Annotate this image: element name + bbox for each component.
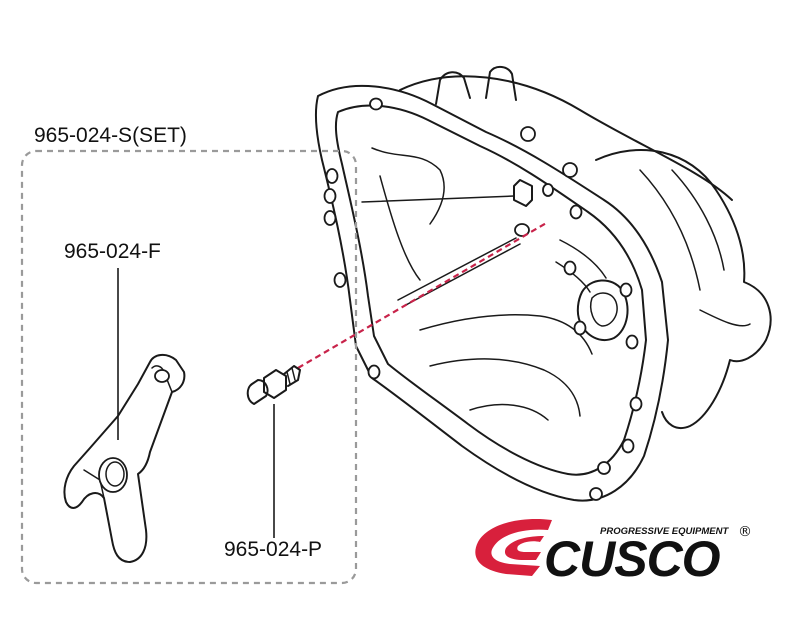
- bolt-hole: [619, 282, 633, 298]
- pivot-hex: [263, 369, 287, 399]
- housing-boss-rib: [559, 239, 607, 279]
- install-path: [297, 221, 549, 369]
- housing-inner-contour-3: [419, 314, 593, 355]
- housing-flange-outer: [314, 84, 669, 502]
- bolt-hole: [573, 320, 587, 336]
- bolt-hole: [333, 272, 347, 288]
- release-fork-center-rim: [105, 461, 125, 487]
- bolt-hole: [542, 183, 554, 197]
- cusco-swoosh-icon: [475, 518, 552, 576]
- housing-inner-contour-1: [371, 147, 445, 225]
- bolt-hole: [520, 126, 536, 142]
- release-fork-body: [63, 354, 186, 563]
- housing-rear-rib-3: [699, 309, 751, 327]
- housing-release-guide-1: [361, 195, 515, 203]
- pivot-thread-2: [291, 367, 296, 381]
- release-fork-pivot-hole: [154, 369, 170, 383]
- housing-top-contour: [399, 75, 733, 201]
- pivot-thread-1: [286, 371, 291, 385]
- housing-release-guide-2: [397, 237, 517, 301]
- logo-swoosh-outer: [475, 518, 552, 576]
- fork-label: 965-024-F: [64, 240, 161, 263]
- housing-flange-inner: [334, 104, 647, 476]
- housing-inner-contour-2: [379, 175, 421, 281]
- bolt-hole: [369, 97, 383, 111]
- pivot: [246, 365, 301, 405]
- housing-shaft-boss: [576, 279, 629, 341]
- bolt-hole: [625, 334, 639, 350]
- bolt-hole: [325, 168, 339, 184]
- housing-top-ridge: [435, 71, 471, 105]
- logo-wordmark: CUSCO: [544, 531, 721, 587]
- housing-shaft-boss-inner: [590, 292, 618, 327]
- bolt-hole: [367, 364, 381, 380]
- bolt-hole: [563, 260, 577, 276]
- logo-registered-mark: ®: [738, 524, 752, 540]
- housing-inner-contour-4: [429, 358, 581, 417]
- bolt-hole: [589, 487, 603, 501]
- housing-rear-rib-2: [671, 169, 725, 271]
- release-fork-center-hole: [98, 457, 128, 493]
- bolt-hole: [569, 204, 583, 220]
- set-box: [20, 149, 358, 585]
- logo-swoosh-inner: [504, 536, 544, 560]
- set-label: 965-024-S(SET): [34, 124, 187, 147]
- bolt-hole: [629, 396, 643, 412]
- bolt-hole: [621, 438, 635, 454]
- housing-boss-rib-2: [555, 261, 591, 293]
- housing-inner-contour-5: [469, 403, 549, 421]
- housing-pivot-socket: [514, 223, 530, 237]
- cusco-logo: PROGRESSIVE EQUIPMENT ® CUSCO: [475, 518, 752, 587]
- pivot-head: [246, 379, 269, 405]
- housing-top-tab: [485, 66, 517, 101]
- pivot-shaft: [283, 365, 301, 387]
- transmission-housing: [314, 66, 772, 502]
- release-fork: [63, 354, 186, 563]
- pivot-label: 965-024-P: [224, 538, 322, 561]
- housing-rear-case: [595, 149, 772, 430]
- logo-tagline: PROGRESSIVE EQUIPMENT: [600, 526, 729, 537]
- housing-fork-bore: [513, 179, 533, 207]
- bolt-hole: [562, 162, 578, 178]
- bolt-hole: [323, 188, 337, 204]
- bolt-hole: [597, 461, 611, 475]
- housing-rear-rib-1: [639, 169, 701, 291]
- bolt-hole: [323, 210, 337, 226]
